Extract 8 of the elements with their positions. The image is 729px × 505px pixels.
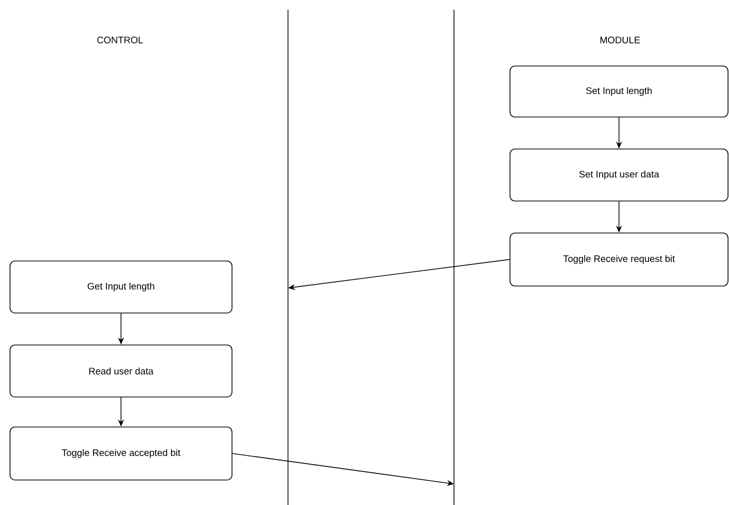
process-box: Set Input user data — [510, 148, 728, 202]
process-box: Toggle Receive request bit — [510, 232, 728, 286]
process-box: Set Input length — [510, 66, 728, 118]
process-box: Get Input length — [10, 260, 232, 314]
process-box: Toggle Receive accepted bit — [10, 426, 232, 480]
process-box: Read user data — [10, 344, 232, 398]
lane-heading: CONTROL — [97, 36, 143, 44]
lane-heading: MODULE — [600, 36, 640, 44]
